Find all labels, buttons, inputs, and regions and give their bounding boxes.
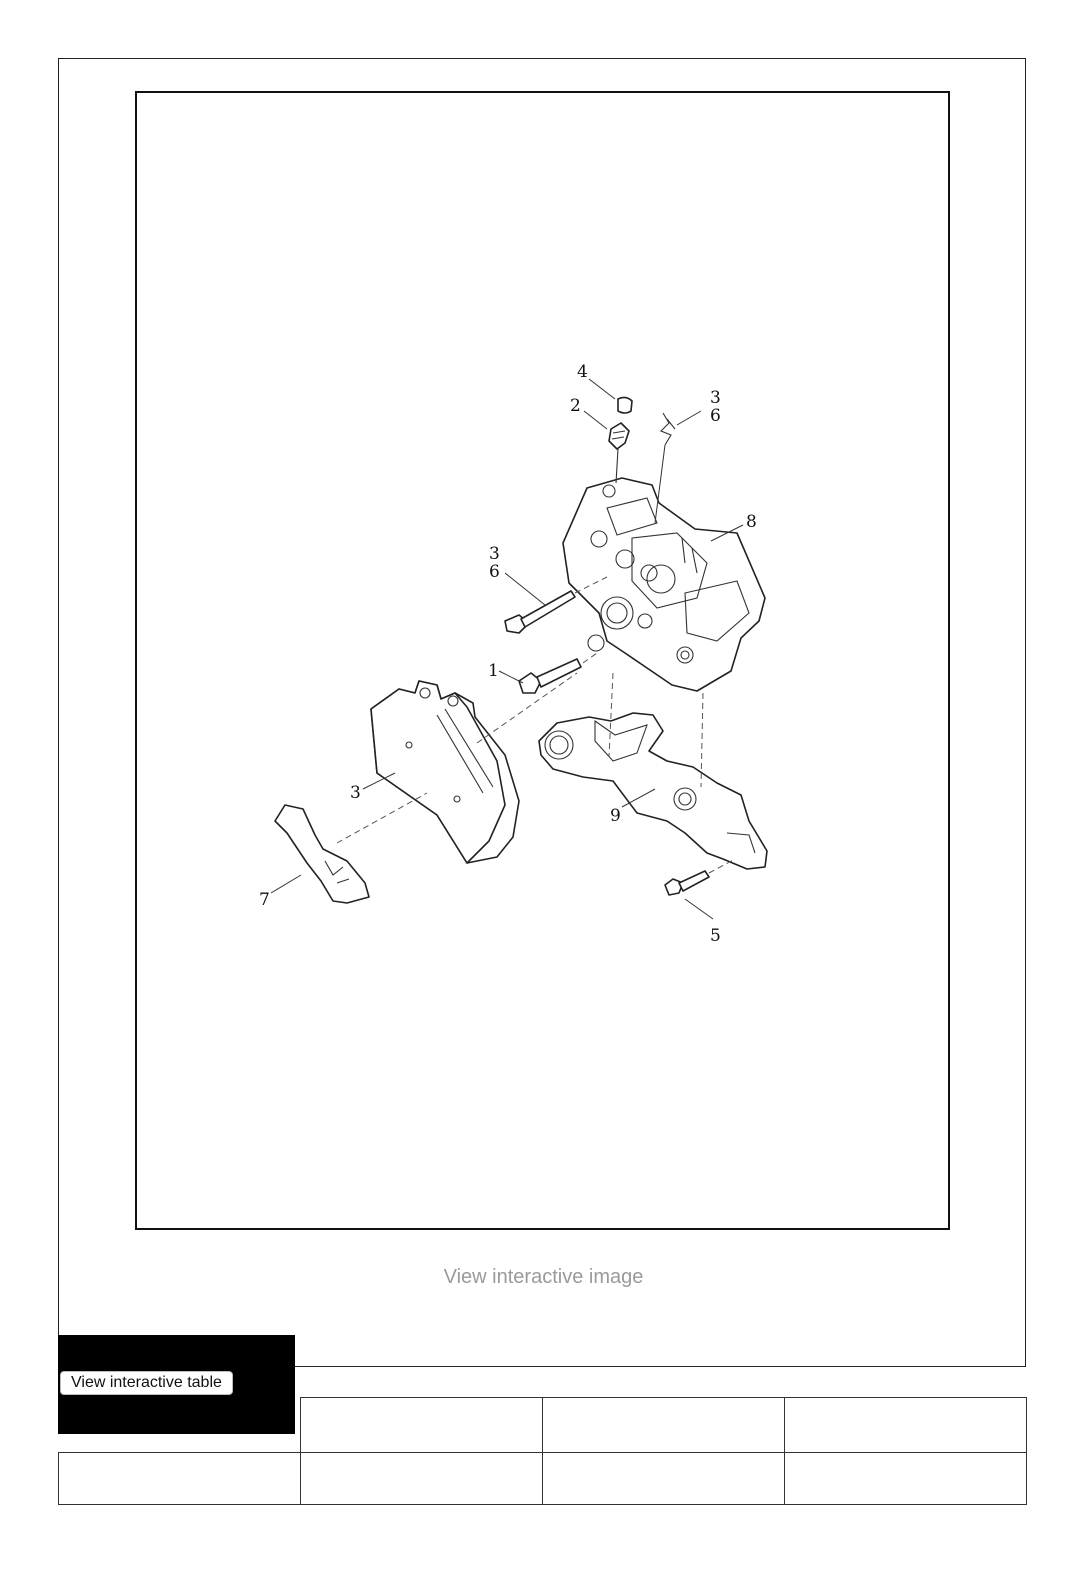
- brake-pads: [370, 672, 578, 864]
- table-cell: [542, 1452, 785, 1505]
- table-row: [58, 1452, 1027, 1505]
- document-frame: [58, 58, 1026, 1367]
- table-cell: [542, 1397, 785, 1453]
- bleed-screw: [608, 422, 630, 484]
- leader-8: [710, 524, 744, 542]
- pad-spring: [274, 792, 428, 904]
- table-cell: [784, 1397, 1027, 1453]
- pad-pin: [504, 576, 608, 634]
- pin-clip: [654, 412, 676, 524]
- caliper-bolt: [518, 652, 598, 694]
- view-interactive-table-button[interactable]: View interactive table: [60, 1371, 233, 1395]
- callout-7: 7: [259, 890, 270, 910]
- callout-1: 1: [488, 661, 499, 681]
- leader-5: [684, 898, 714, 920]
- table-cell: [58, 1397, 301, 1453]
- callout-6-upper: 6: [710, 406, 721, 426]
- table-cell: [784, 1452, 1027, 1505]
- callout-3-pads: 3: [350, 783, 361, 803]
- bracket-bolt: [664, 858, 736, 896]
- table-cell: [300, 1452, 543, 1505]
- parts-table: [58, 1397, 1027, 1505]
- table-cell: [58, 1452, 301, 1505]
- callout-3-left: 3: [489, 544, 500, 564]
- view-interactive-image-link[interactable]: View interactive image: [443, 1266, 644, 1288]
- callout-9: 9: [610, 806, 621, 826]
- leader-1: [498, 670, 524, 684]
- callout-6-left: 6: [489, 562, 500, 582]
- parts-diagram[interactable]: 4 2 3 6 8 3 6 1 3 7 9 5: [135, 91, 950, 1230]
- table-row: [58, 1397, 1027, 1453]
- bleed-cap: [617, 396, 633, 414]
- brake-caliper-exploded-view: 4 2 3 6 8 3 6 1 3 7 9 5: [259, 362, 768, 946]
- callout-2: 2: [570, 396, 581, 416]
- callout-3-upper: 3: [710, 388, 721, 408]
- leader-9: [621, 788, 656, 808]
- callout-8: 8: [746, 512, 757, 532]
- leader-3-6-left: [504, 572, 546, 606]
- leader-4: [588, 378, 616, 400]
- caliper-body: [562, 477, 766, 692]
- table-cell: [300, 1397, 543, 1453]
- caliper-bracket: [538, 672, 768, 870]
- leader-3-6-upper: [676, 410, 702, 426]
- callout-4: 4: [577, 362, 588, 382]
- leader-2: [583, 410, 608, 430]
- callout-5: 5: [710, 926, 721, 946]
- leader-3-pads: [362, 772, 396, 790]
- leader-7: [270, 874, 302, 894]
